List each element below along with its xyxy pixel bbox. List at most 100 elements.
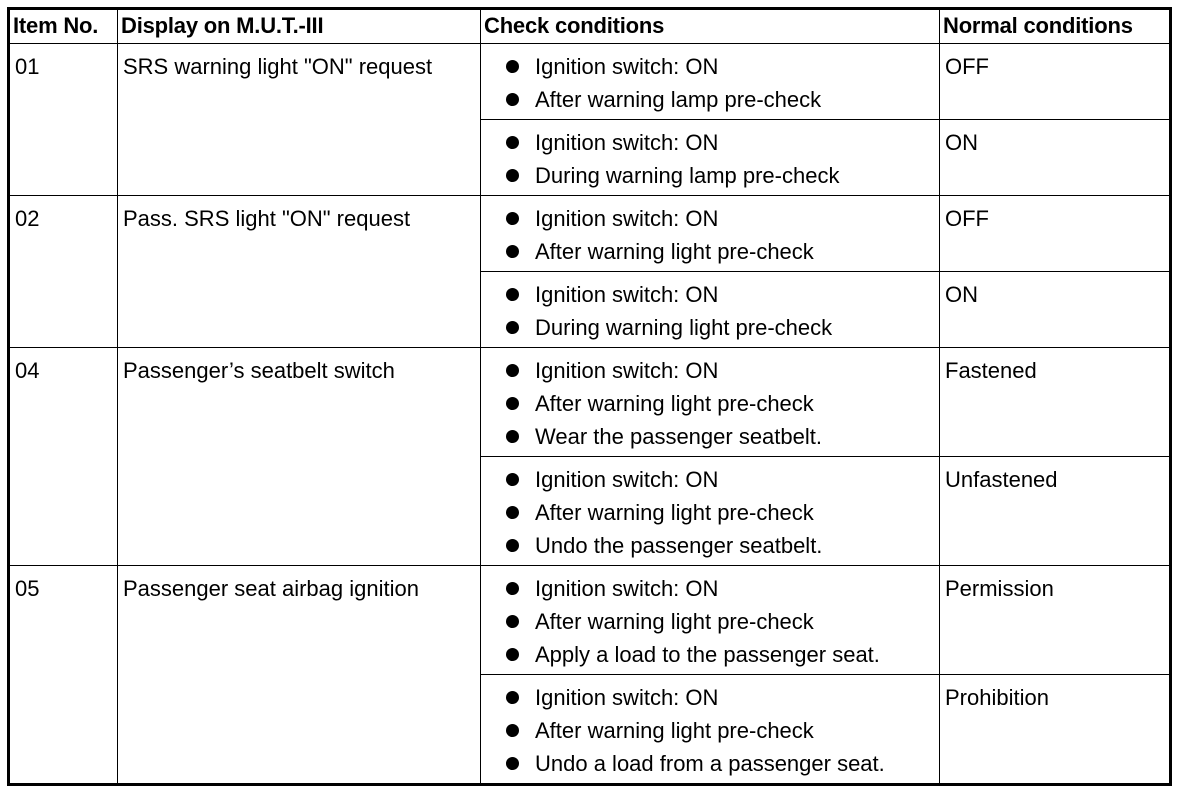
list-item: During warning lamp pre-check [506,159,934,192]
condition-list: Ignition switch: ON After warning light … [486,354,934,453]
bullet-icon [506,582,519,595]
normal-condition: ON [939,271,1171,348]
table-row: Ignition switch: ON During warning light… [9,271,1171,348]
mut-check-table: Item No. Display on M.U.T.-III Check con… [7,7,1172,786]
condition-text: After warning light pre-check [535,718,814,743]
display-name: Passenger seat airbag ignition [117,565,481,785]
list-item: Ignition switch: ON [506,202,934,235]
condition-text: After warning light pre-check [535,239,814,264]
bullet-icon [506,321,519,334]
check-conditions-cell: Ignition switch: ON During warning lamp … [480,119,940,196]
list-item: After warning light pre-check [506,235,934,268]
bullet-icon [506,245,519,258]
condition-list: Ignition switch: ON After warning light … [486,681,934,780]
check-conditions-cell: Ignition switch: ON After warning light … [480,674,940,785]
list-item: Undo the passenger seatbelt. [506,529,934,562]
header-normal-conditions: Normal conditions [939,8,1171,44]
condition-text: Ignition switch: ON [535,282,719,307]
condition-text: During warning light pre-check [535,315,833,340]
header-display: Display on M.U.T.-III [117,8,481,44]
normal-condition: OFF [939,195,1171,272]
list-item: Ignition switch: ON [506,50,934,83]
list-item: Ignition switch: ON [506,354,934,387]
condition-text: Ignition switch: ON [535,467,719,492]
condition-list: Ignition switch: ON After warning light … [486,202,934,268]
condition-list: Ignition switch: ON After warning light … [486,463,934,562]
item-number: 05 [8,565,118,785]
list-item: Ignition switch: ON [506,126,934,159]
list-item: Ignition switch: ON [506,463,934,496]
list-item: Ignition switch: ON [506,681,934,714]
bullet-icon [506,212,519,225]
table-header-row: Item No. Display on M.U.T.-III Check con… [8,8,1171,44]
display-name: Pass. SRS light "ON" request [117,195,481,348]
condition-text: Ignition switch: ON [535,206,719,231]
table-row: Ignition switch: ON During warning lamp … [9,119,1171,196]
display-name: SRS warning light "ON" request [117,43,481,196]
list-item: After warning lamp pre-check [506,83,934,116]
bullet-icon [506,60,519,73]
condition-text: Undo the passenger seatbelt. [535,533,823,558]
normal-condition: ON [939,119,1171,196]
list-item: After warning light pre-check [506,605,934,638]
condition-text: Ignition switch: ON [535,130,719,155]
bullet-icon [506,473,519,486]
list-item: Ignition switch: ON [506,278,934,311]
normal-condition: Unfastened [939,456,1171,566]
bullet-icon [506,397,519,410]
list-item: Undo a load from a passenger seat. [506,747,934,780]
check-conditions-cell: Ignition switch: ON During warning light… [480,271,940,348]
bullet-icon [506,506,519,519]
item-number: 04 [8,347,118,566]
list-item: During warning light pre-check [506,311,934,344]
condition-list: Ignition switch: ON During warning lamp … [486,126,934,192]
condition-text: After warning light pre-check [535,500,814,525]
bullet-icon [506,757,519,770]
list-item: Apply a load to the passenger seat. [506,638,934,671]
item-number: 01 [8,43,118,196]
check-conditions-cell: Ignition switch: ON After warning light … [480,347,940,457]
table-row: 02 Pass. SRS light "ON" request Ignition… [8,195,1171,348]
list-item: Wear the passenger seatbelt. [506,420,934,453]
bullet-icon [506,691,519,704]
list-item: After warning light pre-check [506,387,934,420]
bullet-icon [506,430,519,443]
bullet-icon [506,288,519,301]
bullet-icon [506,136,519,149]
bullet-icon [506,724,519,737]
table-row: Ignition switch: ON After warning light … [9,674,1171,785]
bullet-icon [506,364,519,377]
condition-text: Ignition switch: ON [535,54,719,79]
normal-condition: Fastened [939,347,1171,457]
condition-text: After warning lamp pre-check [535,87,822,112]
header-check-conditions: Check conditions [480,8,940,44]
table-row: Ignition switch: ON After warning light … [9,456,1171,566]
list-item: After warning light pre-check [506,714,934,747]
condition-text: During warning lamp pre-check [535,163,840,188]
bullet-icon [506,169,519,182]
item-number: 02 [8,195,118,348]
condition-text: After warning light pre-check [535,391,814,416]
normal-condition: OFF [939,43,1171,120]
table-row: 04 Passenger’s seatbelt switch Ignition … [8,347,1171,566]
check-conditions-cell: Ignition switch: ON After warning lamp p… [480,43,940,120]
list-item: After warning light pre-check [506,496,934,529]
condition-list: Ignition switch: ON After warning light … [486,572,934,671]
list-item: Ignition switch: ON [506,572,934,605]
table-row: 01 SRS warning light "ON" request Igniti… [8,43,1171,196]
bullet-icon [506,615,519,628]
normal-condition: Permission [939,565,1171,675]
bullet-icon [506,539,519,552]
condition-text: Wear the passenger seatbelt. [535,424,822,449]
condition-text: Ignition switch: ON [535,576,719,601]
header-item-no: Item No. [8,8,118,44]
check-conditions-cell: Ignition switch: ON After warning light … [480,456,940,566]
condition-text: Ignition switch: ON [535,358,719,383]
condition-text: Ignition switch: ON [535,685,719,710]
check-conditions-cell: Ignition switch: ON After warning light … [480,565,940,675]
condition-list: Ignition switch: ON After warning lamp p… [486,50,934,116]
condition-text: Apply a load to the passenger seat. [535,642,880,667]
condition-list: Ignition switch: ON During warning light… [486,278,934,344]
bullet-icon [506,648,519,661]
display-name: Passenger’s seatbelt switch [117,347,481,566]
